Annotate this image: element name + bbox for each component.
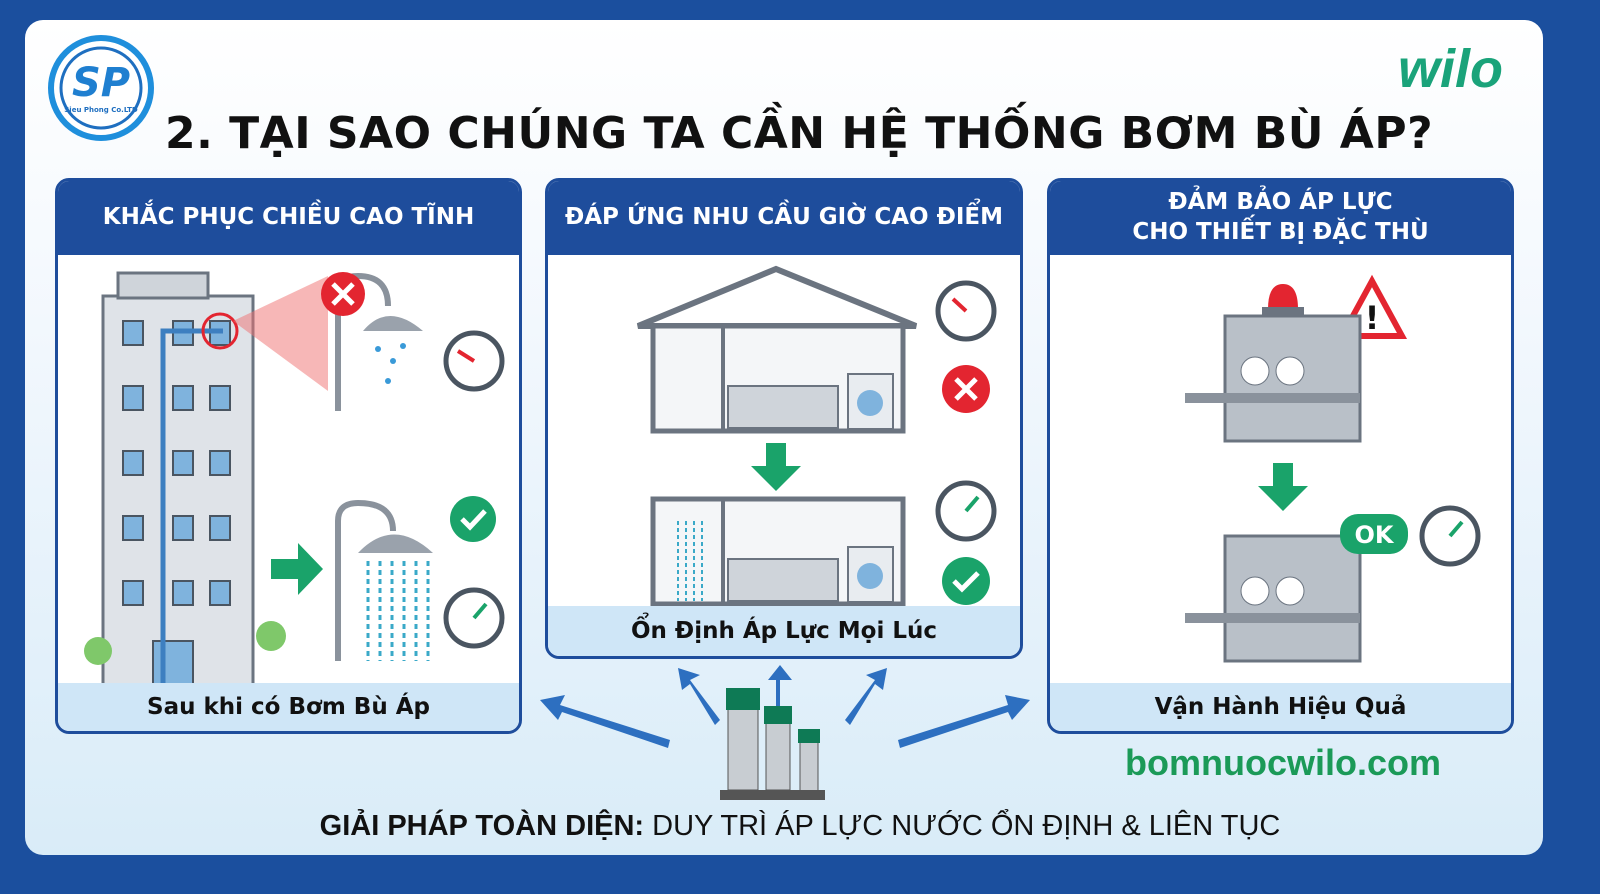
- dishwasher-before-icon: [1185, 314, 1362, 443]
- header-line-2: CHO THIẾT BỊ ĐẶC THÙ: [1132, 219, 1429, 245]
- panel-footer: Ổn Định Áp Lực Mọi Lúc: [548, 606, 1020, 656]
- panel-special-equipment: ĐẢM BẢO ÁP LỰC CHO THIẾT BỊ ĐẶC THÙ ! OK…: [1047, 178, 1514, 734]
- sieu-phong-logo: SP Sieu Phong Co.LTD: [45, 32, 157, 144]
- tagline-bold: GIẢI PHÁP TOÀN DIỆN:: [319, 810, 645, 842]
- gauge-good-icon: [1419, 505, 1481, 567]
- check-mark-icon: [450, 496, 496, 542]
- check-mark-icon: [942, 557, 990, 605]
- panel-peak-demand: ĐÁP ỨNG NHU CẦU GIỜ CAO ĐIỂM Ổn Định Áp …: [545, 178, 1023, 659]
- dishwasher-after-icon: [1185, 534, 1362, 663]
- siren-icon: [1262, 284, 1304, 315]
- ok-badge-icon: OK: [1340, 514, 1408, 554]
- low-pressure-gauge-icon: [443, 330, 505, 392]
- page-title: 2. TẠI SAO CHÚNG TA CẦN HỆ THỐNG BƠM BÙ …: [165, 108, 1434, 159]
- building-icon: [84, 271, 328, 688]
- panel-header: KHẮC PHỤC CHIỀU CAO TĨNH: [58, 181, 519, 255]
- x-mark-icon: [942, 365, 990, 413]
- building-shower-illustration: [84, 271, 505, 688]
- house-before-icon: [636, 265, 918, 434]
- good-pressure-gauge-icon: [443, 587, 505, 649]
- svg-text:!: !: [1365, 299, 1380, 337]
- gauge-good-icon: [935, 480, 997, 542]
- tagline-normal: DUY TRÌ ÁP LỰC NƯỚC ỔN ĐỊNH & LIÊN TỤC: [644, 810, 1281, 842]
- logo-company: Sieu Phong Co.LTD: [64, 106, 138, 114]
- strong-shower-icon: [335, 499, 433, 661]
- x-mark-icon: [321, 272, 365, 316]
- dishwasher-illustration: ! OK: [1185, 274, 1481, 663]
- logo-letters: SP: [71, 60, 131, 106]
- wilo-logo: wilo: [1398, 39, 1503, 99]
- panel-static-height: KHẮC PHỤC CHIỀU CAO TĨNH: [55, 178, 522, 734]
- panel-header: ĐẢM BẢO ÁP LỰC CHO THIẾT BỊ ĐẶC THÙ: [1050, 181, 1511, 255]
- down-arrow-icon: [751, 443, 801, 491]
- website-link[interactable]: bomnuocwilo.com: [1125, 742, 1442, 783]
- gauge-low-icon: [935, 280, 997, 342]
- header-line-1: ĐẢM BẢO ÁP LỰC: [1168, 189, 1393, 216]
- panel-footer: Sau khi có Bơm Bù Áp: [58, 683, 519, 731]
- house-after-icon: [650, 496, 906, 607]
- panel-header: ĐÁP ỨNG NHU CẦU GIỜ CAO ĐIỂM: [548, 181, 1020, 255]
- down-arrow-icon: [1258, 463, 1308, 511]
- green-arrow-icon: [271, 543, 323, 595]
- logo-ring-icon: [48, 35, 154, 141]
- ok-badge-text: OK: [1355, 521, 1395, 549]
- panel-footer: Vận Hành Hiệu Quả: [1050, 683, 1511, 731]
- bottom-tagline: GIẢI PHÁP TOÀN DIỆN: DUY TRÌ ÁP LỰC NƯỚC…: [0, 810, 1600, 843]
- house-illustration: [636, 265, 997, 607]
